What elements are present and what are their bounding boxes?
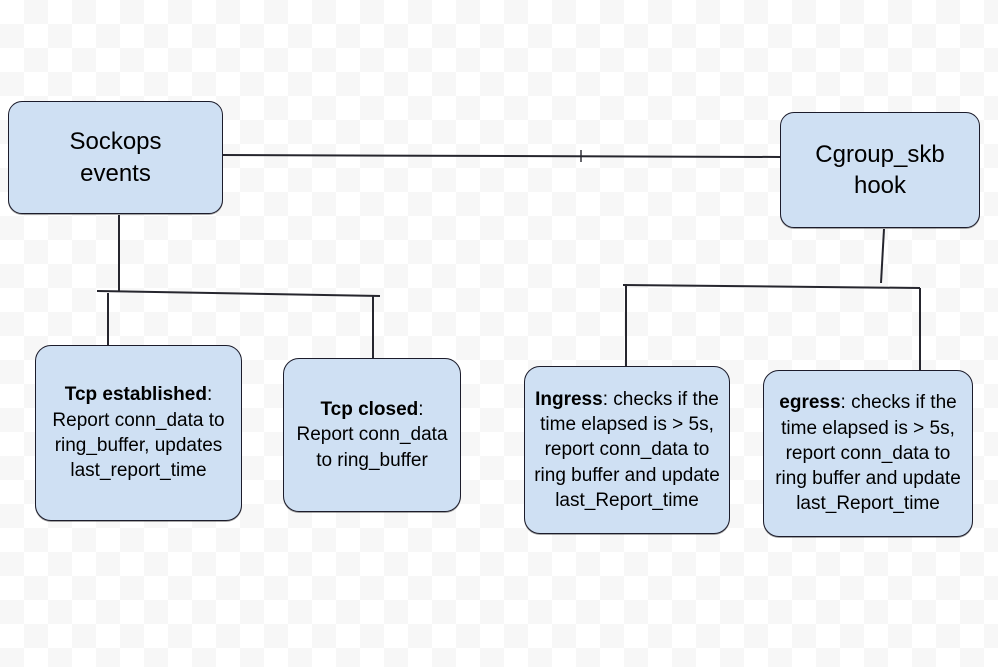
node-ingress-title: Ingress: [535, 388, 603, 410]
node-egress-text: egress: checks if the time elapsed is > …: [764, 390, 972, 516]
node-tcp-closed-body: : Report conn_data to ring_buffer: [296, 399, 448, 471]
node-egress-body: : checks if the time elapsed is > 5s, re…: [775, 392, 961, 515]
node-ingress[interactable]: Ingress: checks if the time elapsed is >…: [524, 366, 730, 534]
edge-sockops-to-cgroup: [222, 154, 781, 158]
node-egress[interactable]: egress: checks if the time elapsed is > …: [763, 370, 973, 537]
node-sockops-events-label: Sockops events: [69, 128, 162, 187]
node-tcp-closed-title: Tcp closed: [320, 399, 419, 421]
node-tcp-established[interactable]: Tcp established: Report conn_data to rin…: [35, 345, 242, 521]
node-tcp-closed-text: Tcp closed: Report conn_data to ring_buf…: [284, 397, 460, 473]
node-tcp-closed[interactable]: Tcp closed: Report conn_data to ring_buf…: [283, 358, 461, 512]
node-egress-title: egress: [779, 392, 841, 414]
edge-right-bus: [622, 284, 921, 289]
edge-left-bus: [96, 290, 381, 297]
node-tcp-established-text: Tcp established: Report conn_data to rin…: [36, 382, 241, 483]
node-ingress-body: : checks if the time elapsed is > 5s, re…: [534, 388, 720, 511]
edge-cgroup-stub: [880, 228, 885, 284]
node-cgroup-skb-hook[interactable]: Cgroup_skb hook: [780, 112, 980, 228]
node-tcp-established-title: Tcp established: [64, 384, 207, 406]
node-ingress-text: Ingress: checks if the time elapsed is >…: [525, 387, 729, 513]
node-sockops-events[interactable]: Sockops events: [8, 101, 223, 214]
node-tcp-established-body: : Report conn_data to ring_buffer, updat…: [52, 384, 225, 482]
node-cgroup-skb-hook-label: Cgroup_skb hook: [815, 140, 945, 199]
